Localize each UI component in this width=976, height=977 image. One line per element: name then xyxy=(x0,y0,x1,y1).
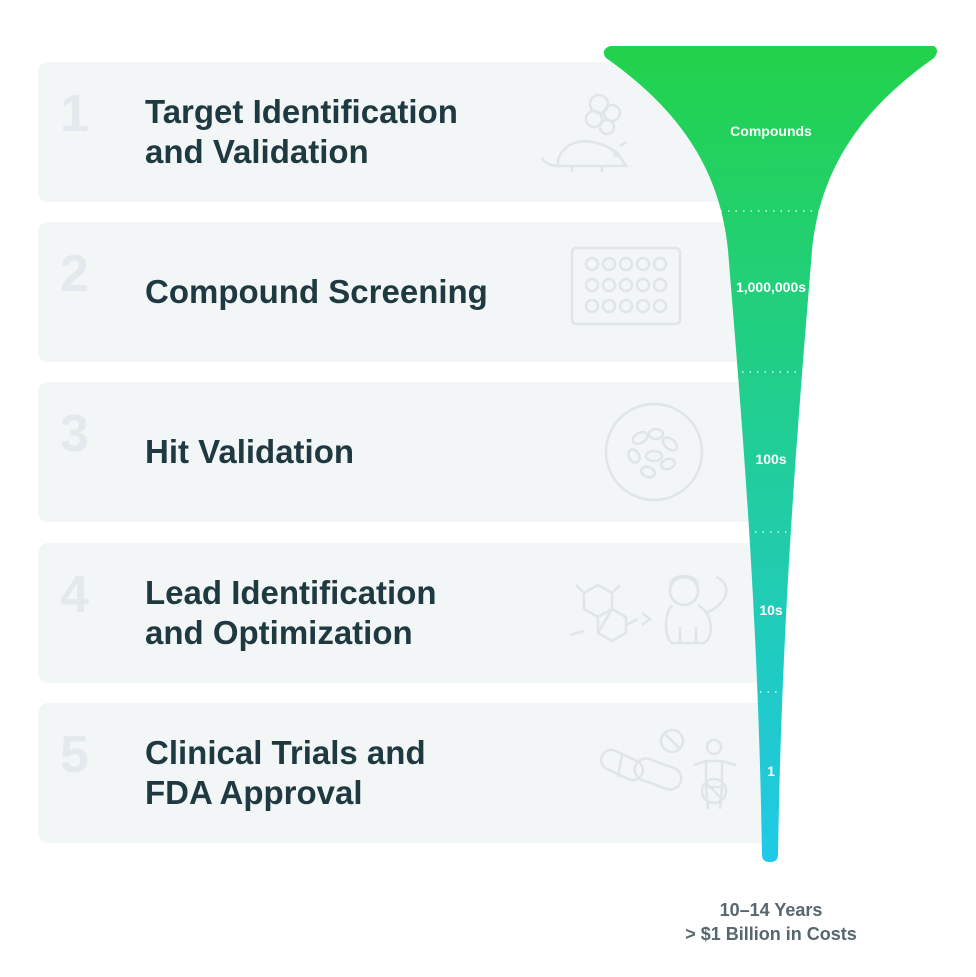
stage-number: 1 xyxy=(60,85,89,143)
stage-number: 4 xyxy=(60,566,89,624)
stage-row-4: 4 Lead Identification and Optimization xyxy=(38,543,778,683)
stage-title: Target Identification and Validation xyxy=(145,62,545,202)
stage-title-line: and Validation xyxy=(145,133,369,170)
mouse-molecule-icon xyxy=(540,93,629,172)
pills-person-icon xyxy=(599,728,728,805)
stage-title: Clinical Trials and FDA Approval xyxy=(145,703,545,843)
stage-number: 5 xyxy=(60,726,89,784)
stage-row-3: 3 Hit Validation xyxy=(38,382,778,522)
stage-row-5: 5 Clinical Trials and FDA Approval xyxy=(38,703,778,843)
footer-summary: 10–14 Years > $1 Billion in Costs xyxy=(664,898,878,946)
stage-number: 3 xyxy=(60,405,89,463)
funnel-level-label: Compounds xyxy=(730,123,812,139)
funnel-level-label: 100s xyxy=(755,451,786,467)
funnel-level-label: 1,000,000s xyxy=(736,279,806,295)
cost-text: > $1 Billion in Costs xyxy=(685,924,857,944)
stage-title-line: and Optimization xyxy=(145,614,413,651)
stage-title: Lead Identification and Optimization xyxy=(145,543,545,683)
funnel-dividers xyxy=(668,210,872,693)
stage-title-line: FDA Approval xyxy=(145,774,363,811)
stage-row-2: 2 Compound Screening xyxy=(38,222,778,362)
stage-title-line: Hit Validation xyxy=(145,433,355,470)
funnel-level-label: 1 xyxy=(767,763,775,779)
stage-title: Compound Screening xyxy=(145,222,545,362)
petri-dish-icon xyxy=(604,402,704,502)
stage-title-line: Compound Screening xyxy=(145,273,488,310)
duration-text: 10–14 Years xyxy=(719,900,823,920)
stage-number: 2 xyxy=(60,245,89,303)
funnel-shape xyxy=(603,46,937,862)
stage-title: Hit Validation xyxy=(145,382,545,522)
funnel-level-label: 10s xyxy=(759,602,783,618)
stage-title-line: Lead Identification xyxy=(145,574,437,611)
person-icon xyxy=(693,738,737,810)
stage-title-line: Target Identification xyxy=(145,93,458,130)
well-plate-icon xyxy=(570,246,682,326)
molecule-monkey-icon xyxy=(569,574,728,645)
stage-title-line: Clinical Trials and xyxy=(145,734,426,771)
